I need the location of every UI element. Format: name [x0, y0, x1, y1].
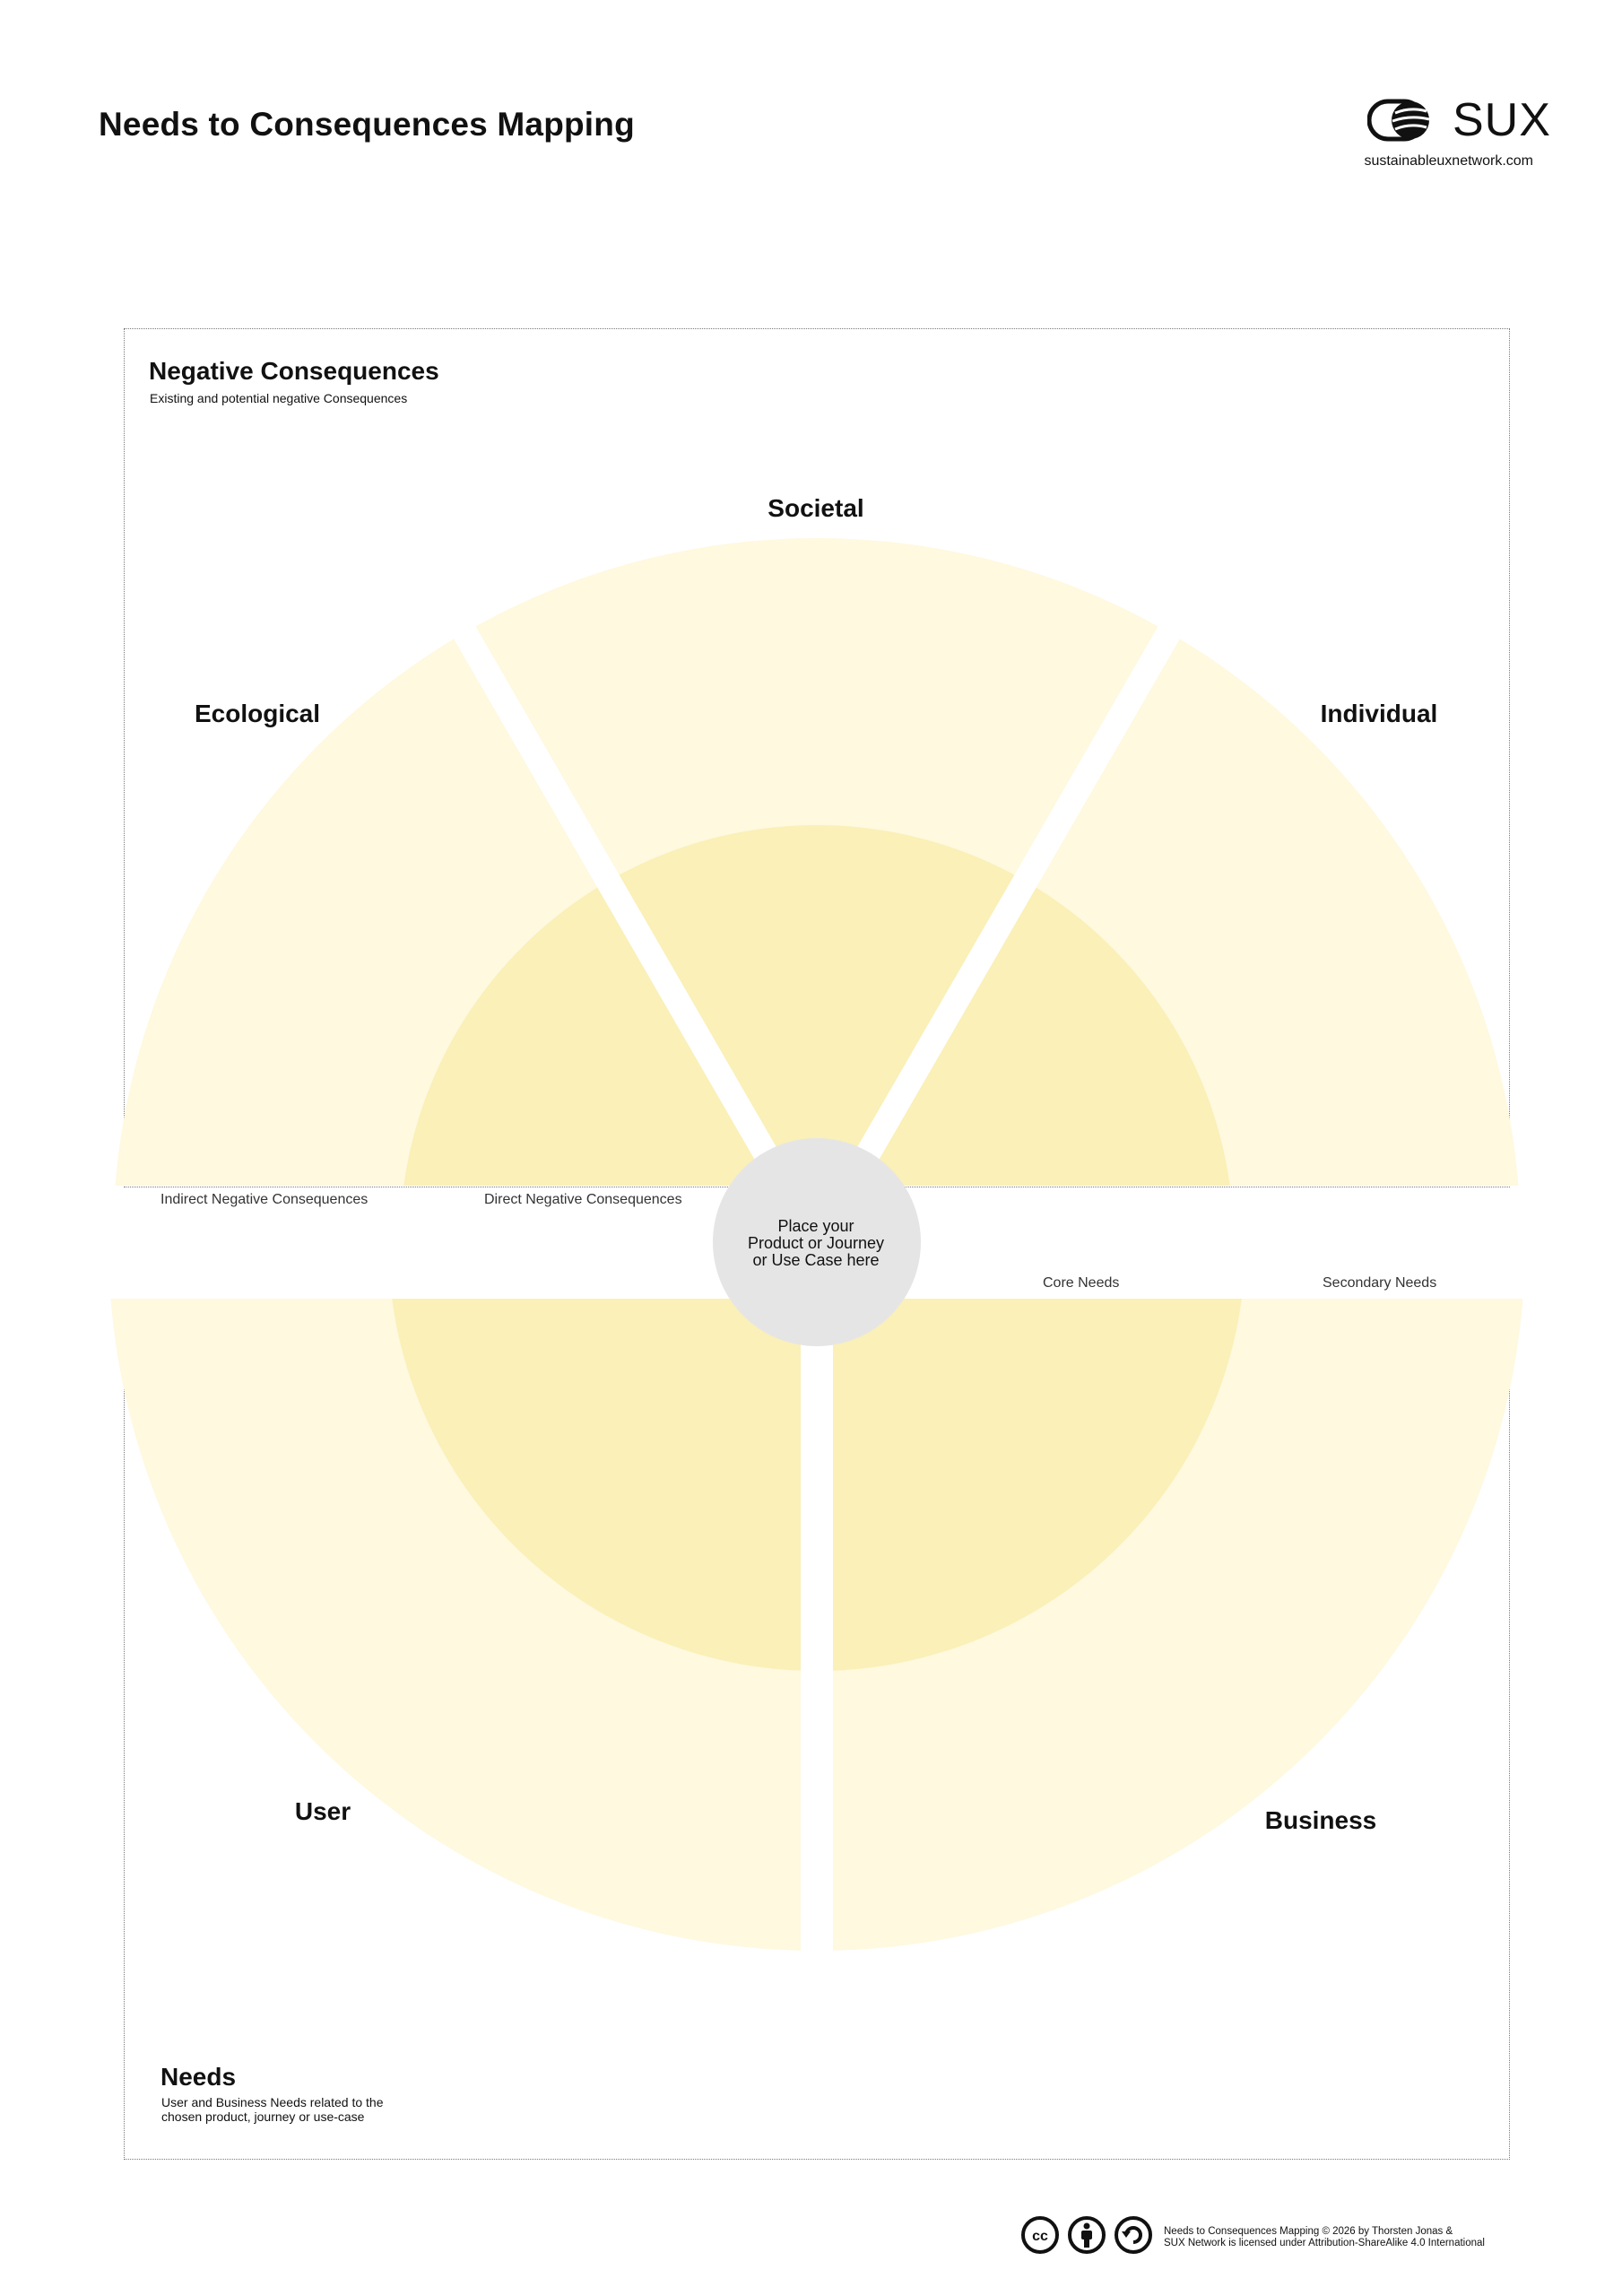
svg-text:cc: cc — [1032, 2229, 1048, 2244]
separator-ecological-societal — [422, 572, 828, 1249]
globe-logo-icon — [1367, 99, 1430, 142]
page-title: Needs to Consequences Mapping — [99, 106, 635, 143]
license-text: Needs to Consequences Mapping © 2026 by … — [1164, 2226, 1540, 2249]
site-url[interactable]: sustainableuxnetwork.com — [1364, 153, 1533, 169]
logo-text: SUX — [1453, 94, 1551, 146]
sa-icon[interactable] — [1114, 2215, 1153, 2255]
needs-subtitle: User and Business Needs related to the c… — [161, 2095, 383, 2124]
by-icon[interactable] — [1067, 2215, 1106, 2255]
center-placeholder-text[interactable]: Place your Product or Journey or Use Cas… — [717, 1218, 915, 1269]
category-individual: Individual — [1320, 700, 1438, 727]
category-ecological: Ecological — [194, 700, 321, 727]
sux-logo[interactable]: SUX — [1367, 93, 1550, 149]
separator-societal-individual — [805, 572, 1211, 1249]
category-user: User — [294, 1797, 351, 1825]
category-societal: Societal — [768, 494, 864, 522]
secondary-needs-label: Secondary Needs — [1323, 1275, 1437, 1291]
indirect-negative-label: Indirect Negative Consequences — [160, 1192, 369, 1207]
negative-consequences-subtitle: Existing and potential negative Conseque… — [150, 391, 408, 405]
needs-subtitle-line: User and Business Needs related to the — [161, 2095, 384, 2109]
center-text-line: Place your — [777, 1217, 854, 1235]
license-line: SUX Network is licensed under Attributio… — [1164, 2238, 1485, 2248]
core-needs-label: Core Needs — [1043, 1275, 1120, 1291]
needs-title: Needs — [160, 2063, 237, 2091]
license-line: Needs to Consequences Mapping © 2026 by … — [1164, 2226, 1453, 2237]
category-business: Business — [1264, 1806, 1377, 1834]
center-circle[interactable] — [713, 1138, 921, 1346]
needs-subtitle-line: chosen product, journey or use-case — [161, 2109, 365, 2124]
direct-consequences-ring[interactable] — [400, 825, 1234, 1659]
center-text-line: Product or Journey — [747, 1234, 885, 1252]
direct-negative-label: Direct Negative Consequences — [484, 1192, 682, 1207]
negative-consequences-title: Negative Consequences — [149, 357, 439, 385]
center-text-line: or Use Case here — [752, 1251, 880, 1269]
cc-icon[interactable]: cc — [1020, 2215, 1060, 2255]
